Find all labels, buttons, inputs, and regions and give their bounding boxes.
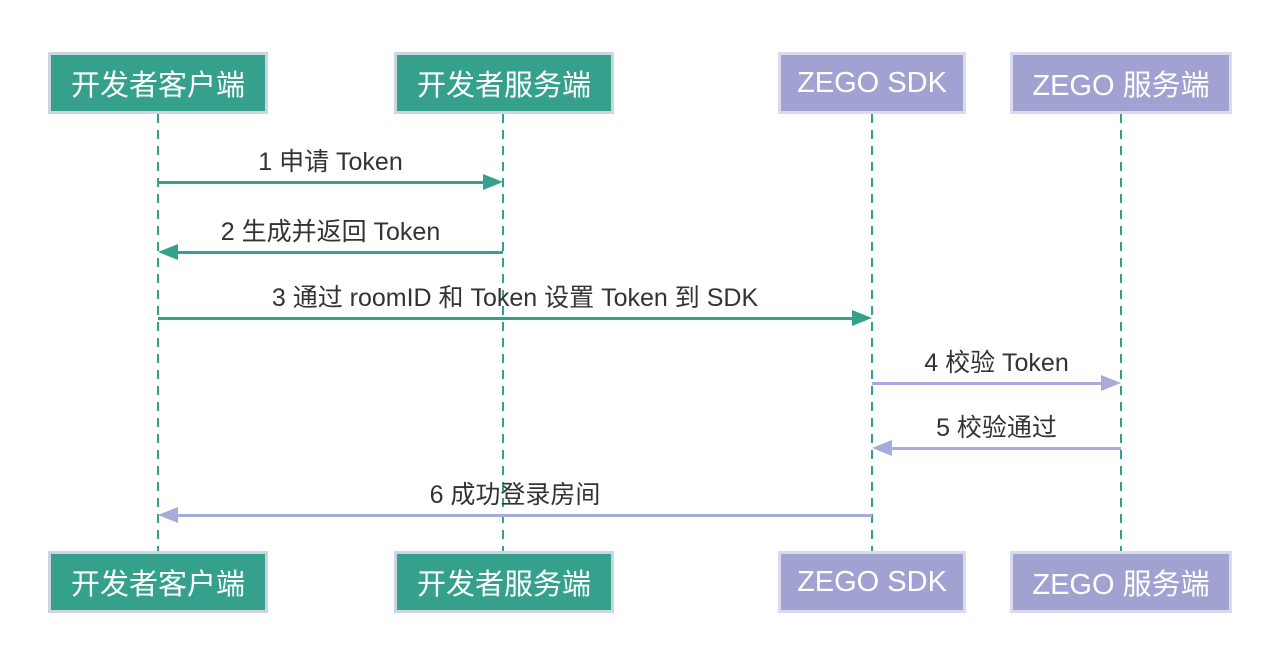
message-1-label: 1 申请 Token — [258, 148, 403, 176]
lifeline-zego-sdk — [871, 114, 873, 551]
message-1-arrowhead-right-icon — [483, 174, 503, 190]
message-1-line — [158, 181, 487, 184]
actor-bottom-zego-sdk: ZEGO SDK — [778, 551, 966, 613]
actor-top-dev-client: 开发者客户端 — [48, 52, 268, 114]
actor-label: ZEGO SDK — [797, 66, 947, 99]
actor-bottom-dev-server: 开发者服务端 — [394, 551, 614, 613]
message-3-arrowhead-right-icon — [852, 310, 872, 326]
message-3-label: 3 通过 roomID 和 Token 设置 Token 到 SDK — [271, 284, 759, 312]
actor-top-zego-sdk: ZEGO SDK — [778, 52, 966, 114]
message-5-line — [890, 447, 1121, 450]
actor-label: 开发者服务端 — [416, 70, 591, 102]
message-2-arrowhead-left-icon — [158, 244, 178, 260]
message-4-arrowhead-right-icon — [1101, 375, 1121, 391]
actor-label: ZEGO 服务端 — [1032, 569, 1210, 601]
actor-label: ZEGO SDK — [797, 565, 947, 598]
actor-top-zego-server: ZEGO 服务端 — [1010, 52, 1232, 114]
message-4-line — [872, 382, 1105, 385]
message-5-label: 5 校验通过 — [936, 414, 1057, 442]
actor-bottom-zego-server: ZEGO 服务端 — [1010, 551, 1232, 613]
message-3-line — [158, 317, 856, 320]
message-5-arrowhead-left-icon — [872, 440, 892, 456]
actor-label: 开发者服务端 — [416, 569, 591, 601]
lifeline-dev-server — [502, 114, 504, 551]
message-6-label: 6 成功登录房间 — [429, 481, 601, 509]
lifeline-dev-client — [157, 114, 159, 551]
message-6-line — [176, 514, 872, 517]
actor-label: 开发者客户端 — [70, 569, 245, 601]
message-4-label: 4 校验 Token — [924, 349, 1069, 377]
actor-bottom-dev-client: 开发者客户端 — [48, 551, 268, 613]
lifeline-zego-server — [1120, 114, 1122, 551]
message-2-line — [176, 251, 503, 254]
actor-label: ZEGO 服务端 — [1032, 70, 1210, 102]
actor-label: 开发者客户端 — [70, 70, 245, 102]
actor-top-dev-server: 开发者服务端 — [394, 52, 614, 114]
message-2-label: 2 生成并返回 Token — [220, 218, 441, 246]
message-6-arrowhead-left-icon — [158, 507, 178, 523]
